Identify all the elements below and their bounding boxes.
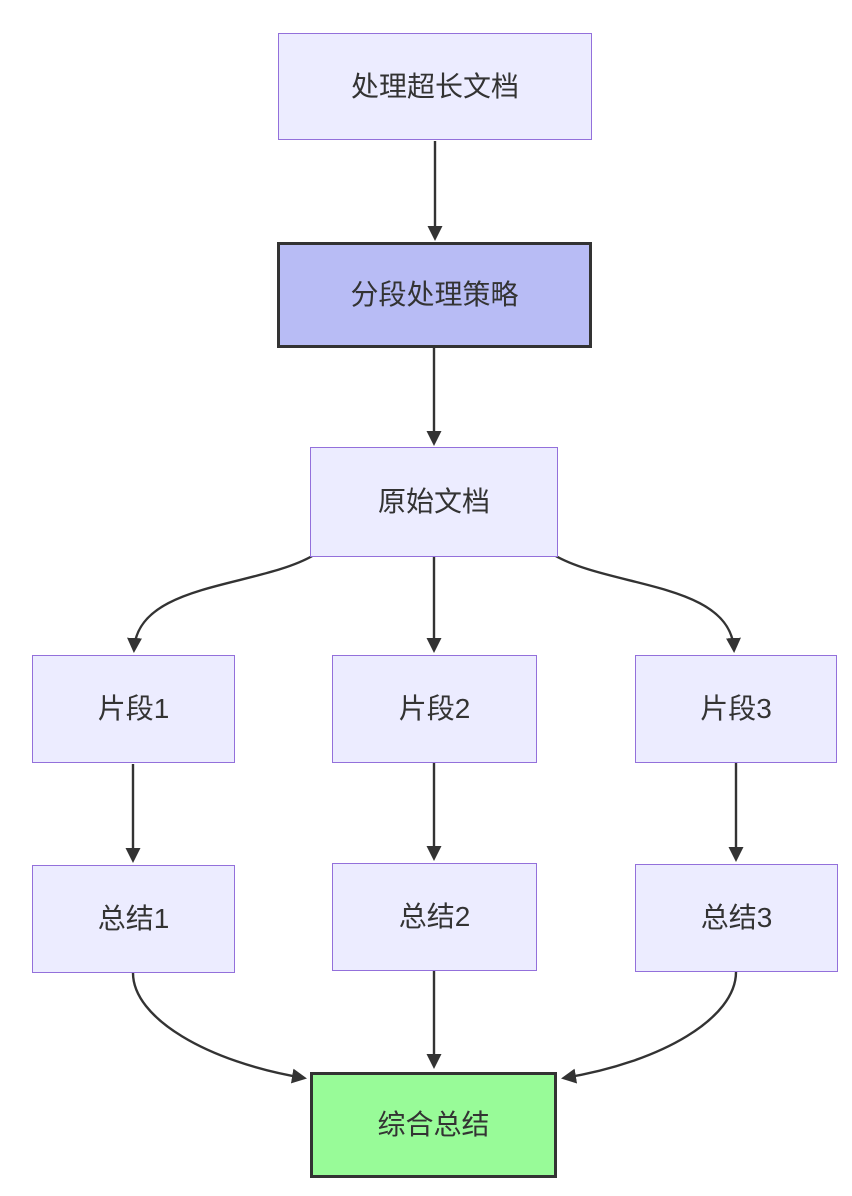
node-label: 综合总结 <box>377 1109 490 1141</box>
node-label: 分段处理策略 <box>350 279 519 311</box>
node-summary-3: 总结3 <box>635 864 838 972</box>
node-label: 片段3 <box>700 693 772 725</box>
edge-summary-1-to-final <box>131 972 307 1084</box>
node-final-summary: 综合总结 <box>310 1072 557 1178</box>
edge-original-to-fragment-3 <box>553 553 741 653</box>
node-summary-2: 总结2 <box>332 863 537 971</box>
node-original-document: 原始文档 <box>310 447 558 557</box>
node-process-long-document: 处理超长文档 <box>278 33 592 140</box>
edge-summary-3-to-final <box>561 971 738 1084</box>
node-label: 总结1 <box>97 903 170 935</box>
node-label: 片段1 <box>97 693 170 725</box>
node-label: 原始文档 <box>377 486 490 518</box>
node-summary-1: 总结1 <box>32 865 235 973</box>
node-fragment-1: 片段1 <box>32 655 235 763</box>
node-fragment-3: 片段3 <box>635 655 837 763</box>
node-label: 片段2 <box>398 693 471 725</box>
node-label: 总结3 <box>700 902 773 934</box>
node-label: 处理超长文档 <box>350 70 519 102</box>
node-fragment-2: 片段2 <box>332 655 537 763</box>
node-label: 总结2 <box>398 901 471 933</box>
node-segmentation-strategy: 分段处理策略 <box>277 242 592 348</box>
edge-original-to-fragment-1 <box>127 553 315 653</box>
